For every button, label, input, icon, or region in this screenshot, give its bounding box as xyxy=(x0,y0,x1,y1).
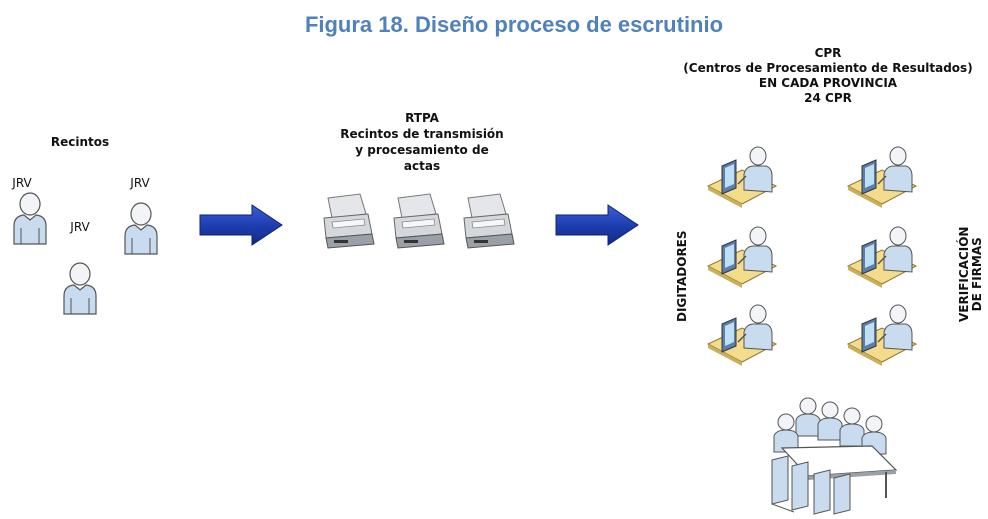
cpr-line: CPR xyxy=(814,46,842,60)
jrv-label: JRV xyxy=(130,176,150,190)
user-icon xyxy=(124,202,158,255)
operator-workstation-icon xyxy=(706,146,778,208)
rtpa-line: RTPA xyxy=(405,111,439,125)
verificacion-label: VERIFICACIÓN DE FIRMAS xyxy=(957,226,984,322)
cpr-line: 24 CPR xyxy=(804,91,852,105)
digitadores-label: DIGITADORES xyxy=(675,230,689,322)
rtpa-label: RTPA Recintos de transmisión y procesami… xyxy=(327,110,517,174)
cpr-line: EN CADA PROVINCIA xyxy=(758,76,898,90)
operator-workstation-icon xyxy=(706,304,778,366)
operator-workstation-icon xyxy=(846,226,918,288)
rtpa-line: y procesamiento de xyxy=(355,143,489,157)
operator-workstation-icon xyxy=(846,304,918,366)
right-arrow-icon xyxy=(199,204,283,246)
scanner-icon xyxy=(463,193,515,249)
cpr-line: (Centros de Procesamiento de Resultados) xyxy=(683,61,973,75)
user-icon xyxy=(63,262,97,315)
jrv-label: JRV xyxy=(12,176,32,190)
recintos-heading: Recintos xyxy=(50,135,110,149)
user-icon xyxy=(13,192,47,245)
figure-title: Figura 18. Diseño proceso de escrutinio xyxy=(304,12,724,37)
scanner-icon xyxy=(323,193,375,249)
scanner-icon xyxy=(393,193,445,249)
operator-workstation-icon xyxy=(706,226,778,288)
meeting-table-icon xyxy=(771,397,898,515)
rtpa-line: actas xyxy=(403,159,441,173)
cpr-label: CPR (Centros de Procesamiento de Resulta… xyxy=(678,46,978,106)
right-arrow-icon xyxy=(555,204,639,246)
operator-workstation-icon xyxy=(846,146,918,208)
rtpa-line: Recintos de transmisión xyxy=(340,127,504,141)
jrv-label: JRV xyxy=(70,220,90,234)
